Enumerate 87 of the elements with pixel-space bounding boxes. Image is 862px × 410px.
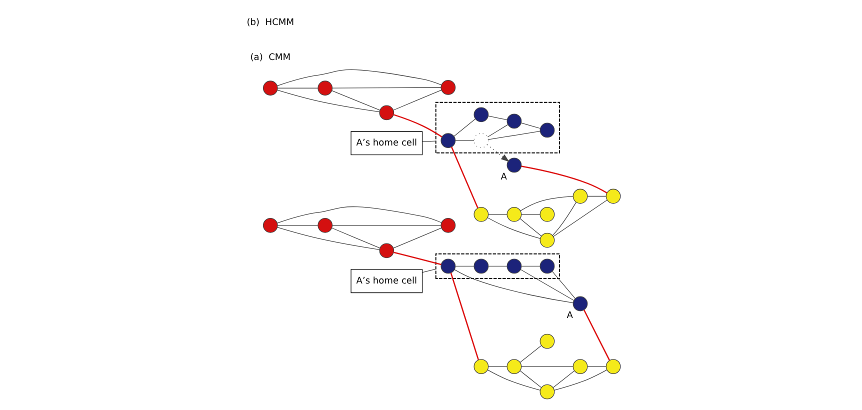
connector — [521, 166, 608, 194]
connector — [487, 124, 508, 138]
node-circle — [506, 258, 522, 274]
connector — [455, 140, 474, 141]
connector — [450, 272, 480, 360]
connector — [393, 90, 442, 110]
node-circle — [572, 359, 588, 374]
connector — [488, 366, 508, 367]
label: (b) HCMM — [246, 18, 294, 28]
connector — [520, 269, 574, 301]
connector — [552, 202, 576, 236]
node-circle — [606, 188, 621, 204]
node-circle — [506, 206, 522, 222]
node-circle — [572, 296, 588, 312]
node-circle — [474, 359, 489, 374]
node-circle — [262, 80, 278, 96]
node-label: A — [500, 172, 507, 183]
connector — [521, 366, 574, 367]
connector — [488, 214, 508, 215]
node-circle — [262, 218, 278, 233]
node-circle — [540, 258, 555, 274]
connector — [520, 218, 542, 236]
node-label: A — [566, 311, 573, 322]
node-circle — [379, 105, 394, 120]
node-circle — [540, 206, 555, 222]
cluster — [435, 253, 560, 279]
connector — [332, 87, 442, 88]
connector — [422, 268, 436, 273]
connector — [277, 206, 442, 224]
connector — [450, 146, 478, 208]
connector — [332, 225, 442, 226]
node-circle — [318, 80, 333, 96]
arrow — [486, 144, 510, 162]
connector — [454, 269, 574, 304]
label: (a) CMM — [250, 53, 291, 64]
node-circle — [474, 107, 489, 122]
node-circle — [506, 114, 522, 129]
connector — [520, 370, 542, 388]
connector — [422, 140, 436, 142]
connector — [587, 366, 606, 367]
connector — [393, 228, 442, 248]
node-circle — [540, 232, 555, 248]
connector — [488, 130, 540, 140]
connector — [277, 90, 380, 112]
node-box: A’s home cell — [350, 131, 423, 156]
node-circle — [540, 384, 555, 400]
node-circle — [318, 218, 333, 233]
connector — [332, 90, 380, 111]
connector — [393, 114, 442, 138]
node-circle — [540, 334, 555, 349]
connector — [394, 252, 442, 266]
node-circle — [474, 133, 489, 148]
connector — [520, 196, 574, 212]
connector — [554, 370, 608, 390]
connector — [488, 116, 508, 120]
node-circle — [540, 122, 555, 138]
connector — [552, 370, 575, 388]
node-circle — [474, 258, 489, 274]
connector — [277, 69, 442, 86]
node-box: A’s home cell — [350, 269, 423, 294]
connector — [488, 266, 508, 267]
connector — [454, 118, 476, 137]
connector — [277, 227, 380, 250]
connector — [487, 217, 541, 239]
node-circle — [440, 218, 456, 233]
node-circle — [440, 133, 456, 148]
node-circle — [474, 206, 489, 222]
node-circle — [440, 80, 456, 95]
node-circle — [506, 158, 522, 173]
connector — [587, 196, 606, 197]
connector — [552, 271, 576, 299]
connector — [584, 310, 610, 361]
connector — [332, 228, 380, 248]
node-circle — [606, 359, 621, 374]
cluster — [435, 102, 560, 154]
connector — [520, 122, 540, 129]
node-circle — [440, 258, 456, 274]
connector — [521, 266, 540, 267]
connector — [277, 225, 318, 226]
node-circle — [379, 243, 394, 258]
connector — [553, 200, 608, 237]
node-circle — [506, 359, 522, 374]
connector — [520, 345, 542, 363]
connector — [455, 266, 474, 267]
connector — [487, 370, 540, 390]
connector — [521, 214, 540, 215]
node-circle — [572, 188, 588, 204]
